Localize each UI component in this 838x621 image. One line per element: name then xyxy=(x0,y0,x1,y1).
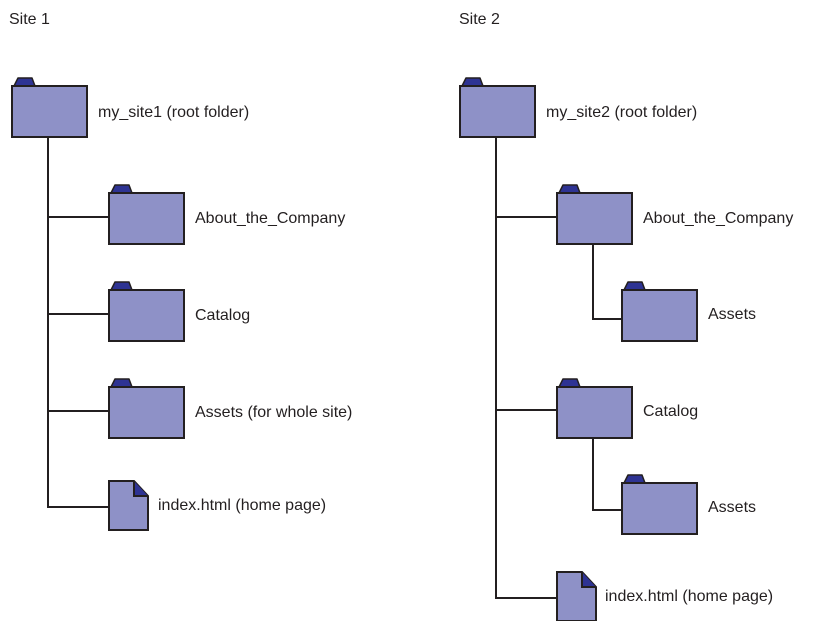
file-icon xyxy=(556,571,597,621)
folder-tab xyxy=(558,184,581,194)
file-page xyxy=(556,571,597,621)
site1-index-label: index.html (home page) xyxy=(158,497,326,514)
site2-connectors xyxy=(495,138,621,599)
site2-folder-about-assets[interactable]: Assets xyxy=(621,281,756,342)
site1-assets-label: Assets (for whole site) xyxy=(195,404,352,421)
site2-index-label: index.html (home page) xyxy=(605,588,773,605)
folder-icon xyxy=(108,184,185,245)
folder-icon xyxy=(108,378,185,439)
site1-catalog-label: Catalog xyxy=(195,307,250,324)
folder-icon xyxy=(11,77,88,138)
folder-body xyxy=(556,386,633,439)
site1-tree: Site 1 my_site1 (root folder) About_the_… xyxy=(9,11,352,531)
site2-file-index[interactable]: index.html (home page) xyxy=(556,571,773,621)
folder-body xyxy=(621,482,698,535)
folder-tab xyxy=(623,474,646,484)
folder-icon xyxy=(556,184,633,245)
site1-folder-catalog[interactable]: Catalog xyxy=(108,281,250,342)
folder-icon xyxy=(459,77,536,138)
file-icon xyxy=(108,480,149,531)
site1-title: Site 1 xyxy=(9,11,50,28)
file-page xyxy=(108,480,149,531)
site1-about-label: About_the_Company xyxy=(195,210,345,227)
site2-about-label: About_the_Company xyxy=(643,210,793,227)
site2-title: Site 2 xyxy=(459,11,500,28)
folder-body xyxy=(108,192,185,245)
folder-body xyxy=(621,289,698,342)
site2-root-folder[interactable]: my_site2 (root folder) xyxy=(459,77,697,138)
folder-tab xyxy=(461,77,484,87)
folder-icon xyxy=(621,474,698,535)
site2-about-assets-label: Assets xyxy=(708,306,756,323)
site2-tree: Site 2 my_site2 (root folder) About_the_… xyxy=(459,11,793,621)
site1-folder-assets[interactable]: Assets (for whole site) xyxy=(108,378,352,439)
folder-tab xyxy=(623,281,646,291)
folder-tab xyxy=(110,184,133,194)
site1-root-label: my_site1 (root folder) xyxy=(98,104,249,121)
folder-tab xyxy=(558,378,581,388)
site2-folder-catalog-assets[interactable]: Assets xyxy=(621,474,756,535)
file-dog-ear xyxy=(133,481,148,497)
site2-folder-about[interactable]: About_the_Company xyxy=(556,184,793,245)
folder-body xyxy=(11,85,88,138)
site1-file-index[interactable]: index.html (home page) xyxy=(108,480,326,531)
site1-folder-about[interactable]: About_the_Company xyxy=(108,184,345,245)
folder-body xyxy=(459,85,536,138)
folder-icon xyxy=(556,378,633,439)
folder-body xyxy=(108,289,185,342)
folder-icon xyxy=(108,281,185,342)
site1-root-folder[interactable]: my_site1 (root folder) xyxy=(11,77,249,138)
site1-connectors xyxy=(47,138,108,508)
site2-folder-catalog[interactable]: Catalog xyxy=(556,378,698,439)
folder-tab xyxy=(13,77,36,87)
folder-icon xyxy=(621,281,698,342)
folder-tab xyxy=(110,281,133,291)
site2-catalog-assets-label: Assets xyxy=(708,499,756,516)
folder-body xyxy=(556,192,633,245)
site2-root-label: my_site2 (root folder) xyxy=(546,104,697,121)
file-dog-ear xyxy=(581,572,596,588)
folder-body xyxy=(108,386,185,439)
site2-catalog-label: Catalog xyxy=(643,403,698,420)
folder-tab xyxy=(110,378,133,388)
